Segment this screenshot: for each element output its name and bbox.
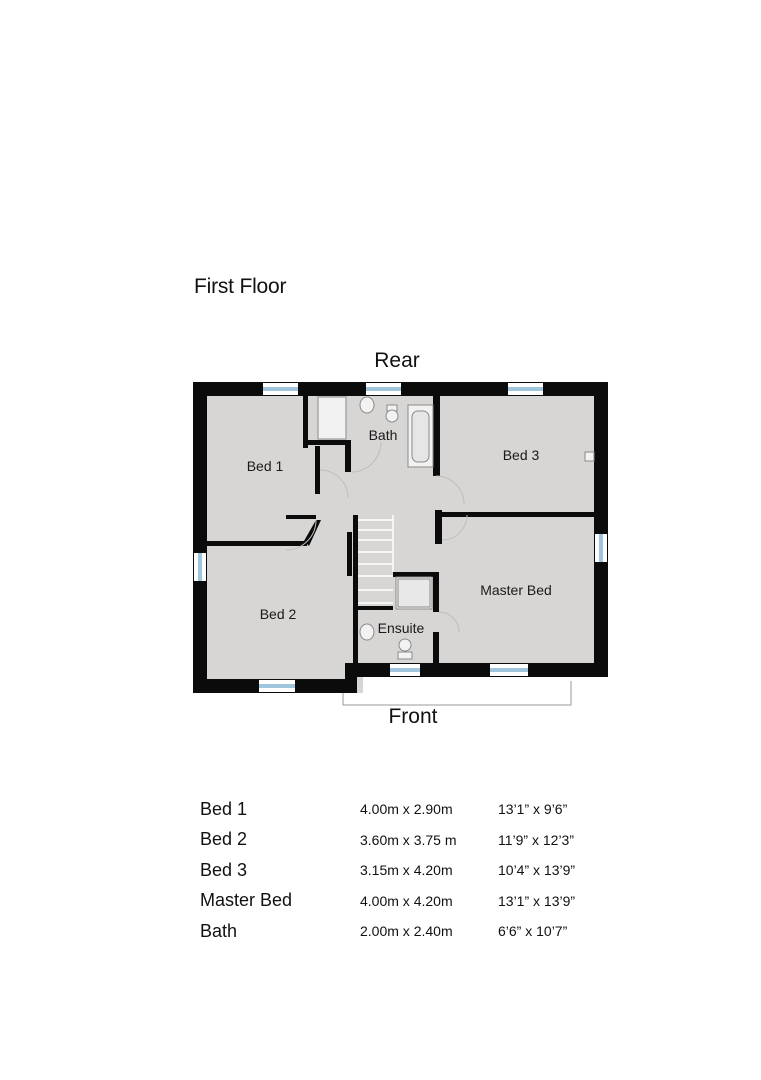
windows [194, 383, 607, 692]
imperial-size: 10’4” x 13’9” [498, 862, 576, 879]
room-dimensions-table: Bed 1 4.00m x 2.90m 13’1” x 9’6” Bed 2 3… [200, 794, 575, 947]
metric-size: 4.00m x 2.90m [360, 801, 453, 818]
imperial-size: 13’1” x 13’9” [498, 892, 576, 909]
ensuite-basin [359, 623, 375, 641]
room-name: Bed 1 [200, 798, 248, 819]
imperial-size: 6’6” x 10’7” [498, 923, 568, 940]
dimension-row: Bed 2 3.60m x 3.75 m 11’9” x 12’3” [200, 825, 575, 856]
dimension-row: Master Bed 4.00m x 4.20m 13’1” x 13’9” [200, 886, 575, 917]
room-name: Bed 2 [200, 829, 248, 850]
imperial-size: 11’9” x 12’3” [498, 831, 575, 848]
dimension-row: Bath 2.00m x 2.40m 6’6” x 10’7” [200, 916, 575, 947]
room-name: Master Bed [200, 890, 293, 911]
metric-size: 3.60m x 3.75 m [360, 831, 457, 848]
room-label-ensuite: Ensuite [378, 620, 425, 636]
room-label-bath: Bath [369, 427, 398, 443]
room-label-bed3: Bed 3 [503, 447, 540, 463]
room-name: Bath [200, 920, 238, 941]
metric-size: 2.00m x 2.40m [360, 923, 453, 940]
cupboard-fitting [584, 451, 595, 462]
bathroom-fixtures [317, 396, 595, 660]
front-label: Front [388, 705, 438, 728]
room-label-master-bed: Master Bed [480, 582, 552, 598]
staircase [358, 515, 394, 604]
room-label-bed1: Bed 1 [247, 458, 284, 474]
basin [359, 396, 375, 414]
rear-label: Rear [374, 349, 420, 372]
dimension-row: Bed 1 4.00m x 2.90m 13’1” x 9’6” [200, 794, 575, 825]
door-swings [285, 441, 468, 633]
metric-size: 4.00m x 4.20m [360, 892, 453, 909]
interior-walls [207, 396, 594, 665]
floor-area [193, 382, 608, 693]
metric-size: 3.15m x 4.20m [360, 862, 453, 879]
shower-tray [317, 396, 347, 440]
room-label-bed2: Bed 2 [260, 606, 297, 622]
imperial-size: 13’1” x 9’6” [498, 801, 568, 818]
canopy-outline [342, 681, 572, 706]
ensuite-toilet [398, 638, 412, 652]
dimension-row: Bed 3 3.15m x 4.20m 10’4” x 13’9” [200, 855, 575, 886]
floor-title: First Floor [194, 275, 287, 298]
room-name: Bed 3 [200, 859, 248, 880]
